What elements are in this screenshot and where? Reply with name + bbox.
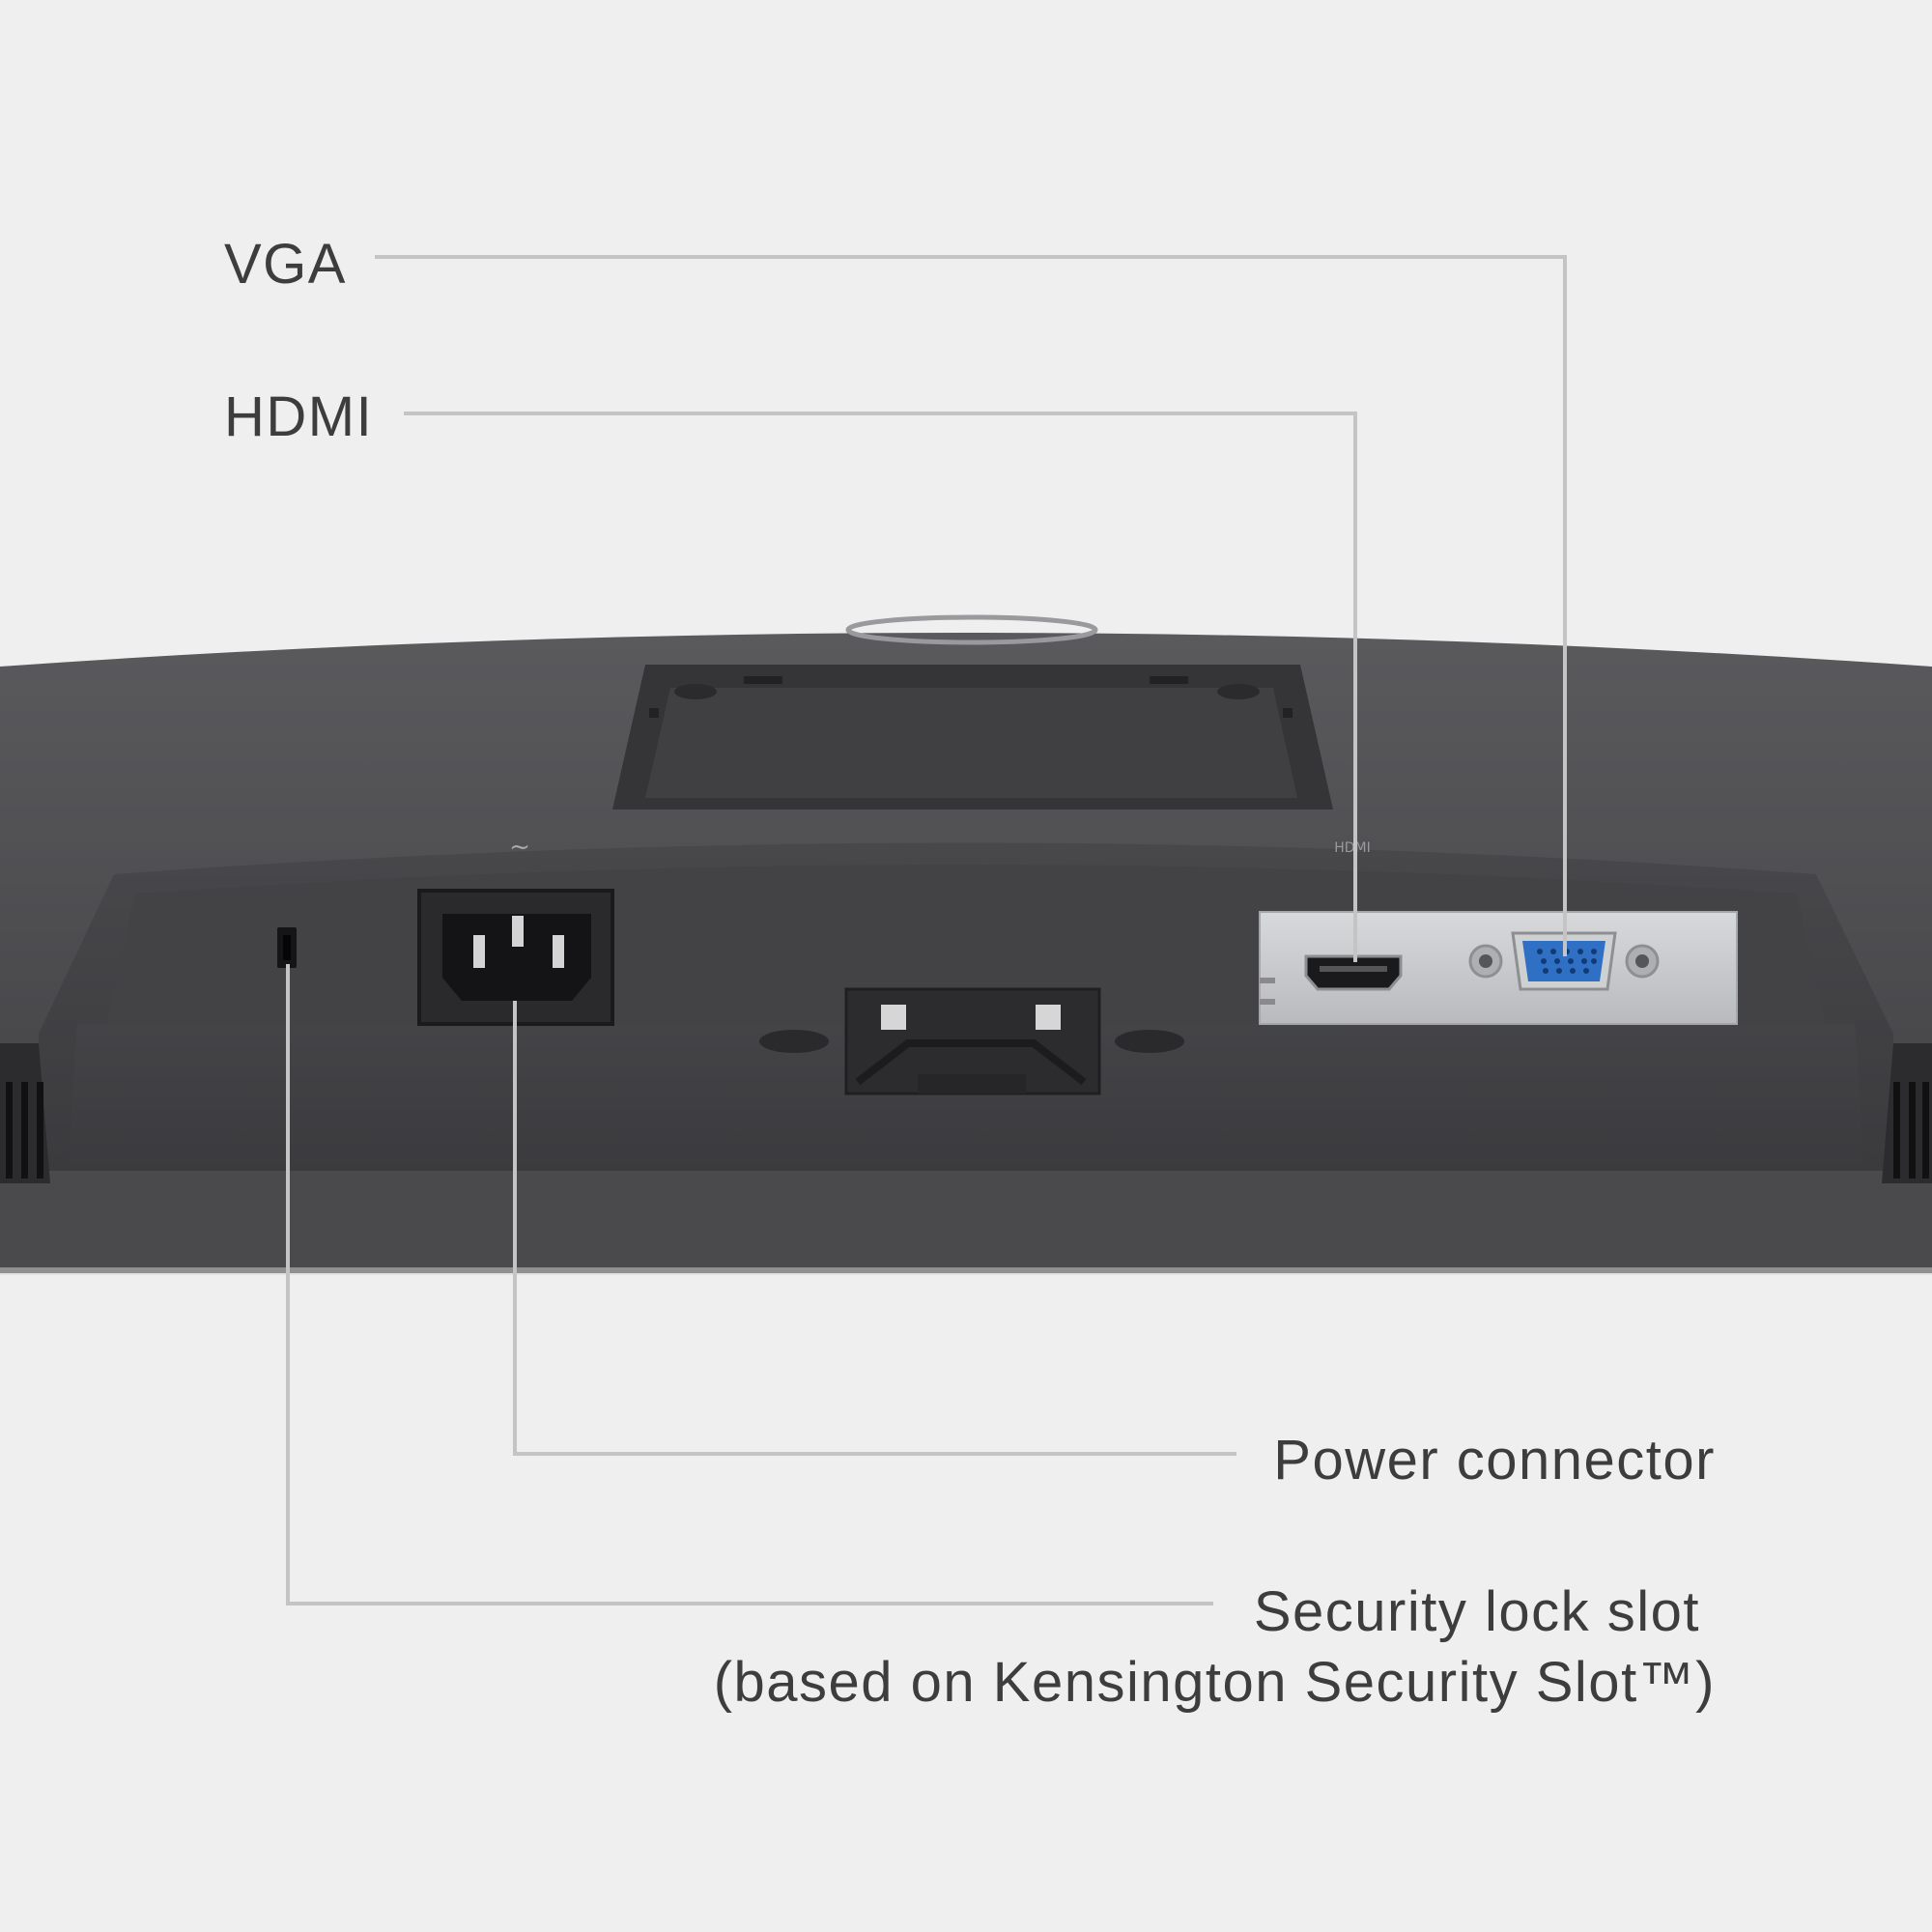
vga-port: [1468, 931, 1660, 991]
port-plate: HDMI: [1259, 840, 1738, 1025]
security-leader-line: [286, 964, 1213, 1605]
power-leader-line: [513, 1001, 1236, 1456]
hdmi-port: [1304, 954, 1403, 991]
power-connector-label: Power connector: [1273, 1429, 1716, 1492]
vga-leader-line: [375, 255, 1567, 956]
power-connector: ~: [417, 833, 614, 1026]
stand-mount-bracket: [759, 987, 1184, 1095]
brand-logo: [845, 614, 1098, 645]
left-vent: [0, 1043, 50, 1183]
hdmi-leader-line: [404, 412, 1357, 962]
vga-label: VGA: [224, 233, 347, 296]
hdmi-port-marking: HDMI: [1334, 840, 1371, 856]
security-lock-slot: [277, 927, 297, 968]
vesa-mount-recess: [612, 665, 1333, 810]
ac-symbol: ~: [509, 833, 530, 862]
security-lock-slot-note: (based on Kensington Security Slot™): [713, 1651, 1716, 1714]
leader-lines: [286, 255, 1567, 1605]
security-lock-slot-label: Security lock slot: [1253, 1580, 1700, 1643]
hdmi-label: HDMI: [224, 385, 374, 448]
right-vent: [1882, 1043, 1932, 1183]
